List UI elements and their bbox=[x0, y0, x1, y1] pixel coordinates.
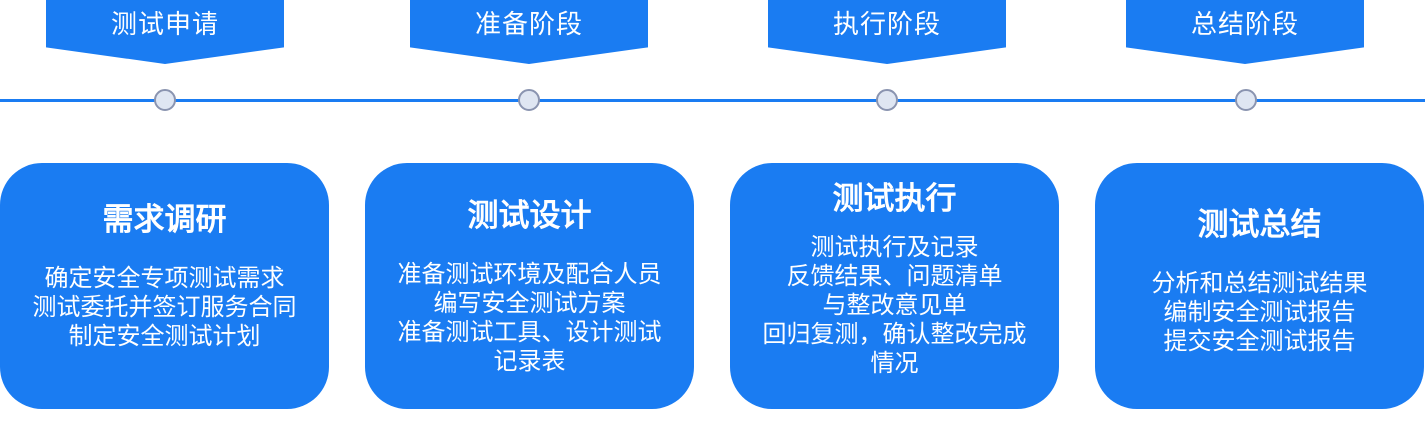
card-line: 提交安全测试报告 bbox=[1163, 327, 1356, 355]
card-line: 反馈结果、问题清单 bbox=[786, 262, 1003, 290]
card-test-summary: 测试总结 分析和总结测试结果 编制安全测试报告 提交安全测试报告 bbox=[1095, 163, 1424, 409]
card-line: 准备测试环境及配合人员 bbox=[397, 260, 662, 288]
card-line: 编制安全测试报告 bbox=[1163, 298, 1356, 326]
card-line: 测试执行及记录 bbox=[810, 233, 979, 261]
card-line: 记录表 bbox=[493, 347, 566, 375]
card-line: 情况 bbox=[870, 349, 919, 377]
stage-banner-preparation: 准备阶段 bbox=[410, 0, 648, 64]
stage-label: 总结阶段 bbox=[1190, 10, 1299, 40]
card-title: 测试总结 bbox=[1197, 207, 1322, 243]
card-description: 测试执行及记录 反馈结果、问题清单 与整改意见单 回归复测，确认整改完成 情况 bbox=[730, 233, 1059, 378]
timeline-line bbox=[0, 99, 1425, 102]
card-line: 测试委托并签订服务合同 bbox=[32, 293, 297, 321]
card-description: 确定安全专项测试需求 测试委托并签订服务合同 制定安全测试计划 bbox=[0, 264, 329, 351]
card-description: 准备测试环境及配合人员 编写安全测试方案 准备测试工具、设计测试 记录表 bbox=[365, 260, 694, 376]
stage-banner-summary: 总结阶段 bbox=[1126, 0, 1364, 64]
card-test-execution: 测试执行 测试执行及记录 反馈结果、问题清单 与整改意见单 回归复测，确认整改完… bbox=[730, 163, 1059, 409]
card-line: 编写安全测试方案 bbox=[433, 289, 626, 317]
card-line: 制定安全测试计划 bbox=[68, 322, 261, 350]
stage-label: 准备阶段 bbox=[474, 10, 583, 40]
timeline-dot bbox=[1235, 89, 1257, 111]
timeline-dot bbox=[518, 89, 540, 111]
card-title: 测试执行 bbox=[832, 181, 957, 217]
card-requirements-research: 需求调研 确定安全专项测试需求 测试委托并签订服务合同 制定安全测试计划 bbox=[0, 163, 329, 409]
card-line: 确定安全专项测试需求 bbox=[44, 264, 285, 292]
timeline-dot bbox=[876, 89, 898, 111]
card-description: 分析和总结测试结果 编制安全测试报告 提交安全测试报告 bbox=[1095, 269, 1424, 356]
stage-label: 测试申请 bbox=[110, 10, 219, 40]
stage-label: 执行阶段 bbox=[832, 10, 941, 40]
stage-banner-application: 测试申请 bbox=[46, 0, 284, 64]
card-line: 准备测试工具、设计测试 bbox=[397, 318, 662, 346]
card-line: 与整改意见单 bbox=[822, 291, 967, 319]
card-title: 需求调研 bbox=[102, 202, 227, 238]
card-line: 分析和总结测试结果 bbox=[1151, 269, 1368, 297]
timeline-dot bbox=[154, 89, 176, 111]
card-line: 回归复测，确认整改完成 bbox=[762, 320, 1027, 348]
stage-banner-execution: 执行阶段 bbox=[768, 0, 1006, 64]
card-title: 测试设计 bbox=[467, 198, 592, 234]
card-test-design: 测试设计 准备测试环境及配合人员 编写安全测试方案 准备测试工具、设计测试 记录… bbox=[365, 163, 694, 409]
